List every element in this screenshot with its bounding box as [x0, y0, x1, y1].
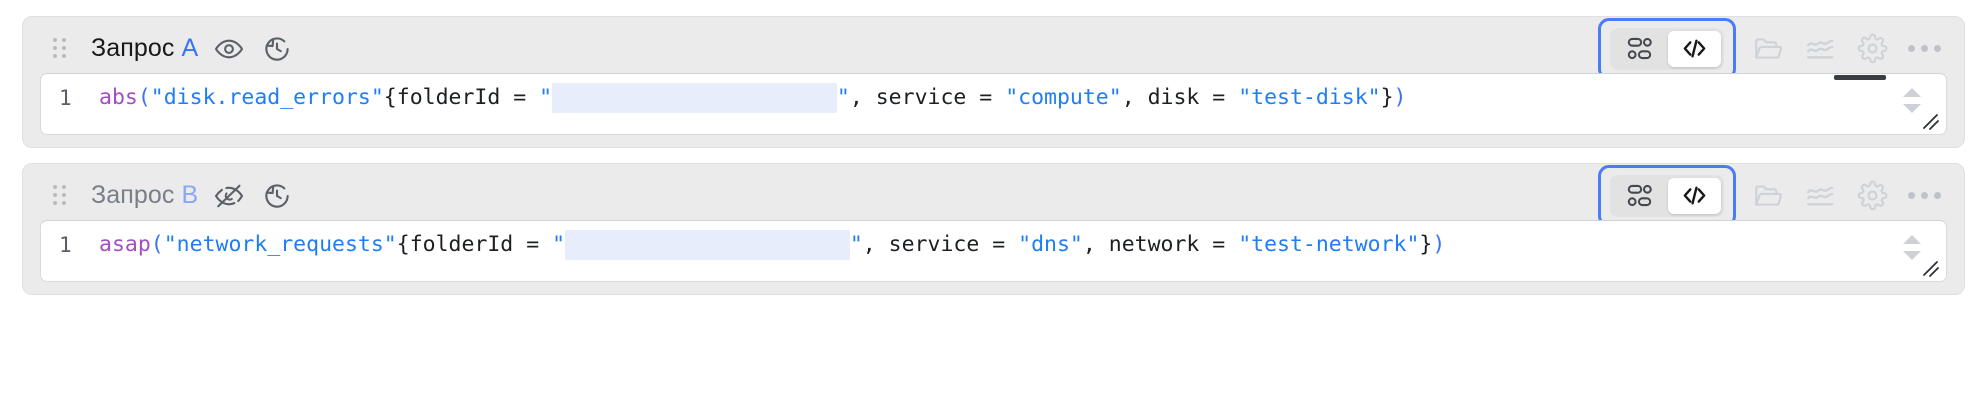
code-token-str: ": [849, 232, 863, 257]
spinner-up-arrow[interactable]: [1903, 234, 1921, 244]
code-token-punct: ): [1393, 85, 1407, 110]
code-token-plain: service: [888, 232, 980, 257]
code-editor-b[interactable]: 1 asap("network_requests"{folderId = "aa…: [40, 220, 1947, 282]
code-token-plain: =: [500, 85, 540, 110]
chart-line-icon[interactable]: [1794, 26, 1846, 72]
code-token-plain: disk: [1147, 85, 1200, 110]
view-mode-segmented-a[interactable]: [1610, 27, 1724, 70]
code-token-plain: ,: [849, 85, 876, 110]
code-token-str: "test-disk": [1238, 85, 1381, 110]
code-token-plain: =: [979, 232, 1019, 257]
code-token-str: "disk.read_errors": [150, 85, 384, 110]
code-token-fn: abs: [99, 85, 138, 110]
code-token-plain: =: [513, 232, 553, 257]
code-token-str: "network_requests": [163, 232, 397, 257]
query-title-label: Запрос: [91, 181, 175, 209]
code-token-punct: ): [1432, 232, 1446, 257]
code-token-str: "test-network": [1238, 232, 1420, 257]
code-token-punct: (: [150, 232, 164, 257]
view-mode-segmented-b[interactable]: [1610, 174, 1724, 217]
code-editor-wrapper-b: 1 asap("network_requests"{folderId = "aa…: [40, 220, 1947, 282]
history-revert-icon[interactable]: [260, 32, 294, 66]
code-line-a: 1 abs("disk.read_errors"{folderId = "aaa…: [41, 74, 1946, 134]
code-token-plain: folderId: [396, 85, 501, 110]
resize-grip-icon[interactable]: [1915, 256, 1945, 280]
code-content-a[interactable]: abs("disk.read_errors"{folderId = "aaaaa…: [99, 83, 1407, 113]
drag-handle[interactable]: [53, 38, 69, 60]
code-token-brace: {: [396, 232, 410, 257]
code-line-b: 1 asap("network_requests"{folderId = "aa…: [41, 221, 1946, 281]
query-title-label: Запрос: [91, 34, 175, 62]
code-brackets-icon[interactable]: [1668, 30, 1721, 67]
eye-icon[interactable]: [212, 32, 246, 66]
query-letter-label: A: [181, 34, 199, 62]
line-number: 1: [59, 233, 72, 257]
code-token-plain: =: [1199, 232, 1239, 257]
builder-blocks-icon[interactable]: [1613, 31, 1666, 67]
spinner-up-arrow[interactable]: [1903, 87, 1921, 97]
code-brackets-icon[interactable]: [1668, 177, 1721, 214]
editor-spinner-b: [1894, 225, 1930, 269]
code-token-str: ": [552, 232, 566, 257]
horizontal-scrollbar-a[interactable]: [1826, 74, 1946, 80]
code-token-plain: network: [1108, 232, 1200, 257]
code-token-redact: aaaaaaaaaaaaaaaaaaaaaa: [565, 230, 850, 260]
code-token-fn: asap: [99, 232, 151, 257]
code-token-str: "compute": [1005, 85, 1122, 110]
gear-icon[interactable]: [1846, 173, 1898, 219]
code-token-redact: aaaaaaaaaaaaaaaaaaaaaa: [552, 83, 837, 113]
query-toolbar-b: [1598, 164, 1950, 227]
builder-blocks-icon[interactable]: [1613, 178, 1666, 214]
code-token-str: ": [836, 85, 850, 110]
query-letter-label: B: [181, 181, 199, 209]
code-token-str: ": [539, 85, 553, 110]
more-options-icon[interactable]: [1898, 173, 1950, 219]
code-token-plain: ,: [1082, 232, 1109, 257]
folder-icon[interactable]: [1742, 173, 1794, 219]
code-token-plain: service: [875, 85, 967, 110]
code-token-str: "dns": [1018, 232, 1083, 257]
code-token-plain: =: [1199, 85, 1239, 110]
code-token-punct: (: [137, 85, 151, 110]
query-toolbar-a: [1598, 17, 1950, 80]
code-token-plain: =: [966, 85, 1006, 110]
more-options-icon[interactable]: [1898, 26, 1950, 72]
code-editor-wrapper-a: 1 abs("disk.read_errors"{folderId = "aaa…: [40, 73, 1947, 135]
spinner-down-arrow[interactable]: [1903, 250, 1921, 260]
view-mode-annotation-a: [1598, 17, 1736, 80]
eye-off-icon[interactable]: [212, 179, 246, 213]
code-token-brace: }: [1419, 232, 1433, 257]
spinner-down-arrow[interactable]: [1903, 103, 1921, 113]
folder-icon[interactable]: [1742, 26, 1794, 72]
history-revert-icon[interactable]: [260, 179, 294, 213]
code-token-brace: {: [383, 85, 397, 110]
resize-grip-icon[interactable]: [1915, 109, 1945, 133]
code-token-brace: }: [1380, 85, 1394, 110]
code-content-b[interactable]: asap("network_requests"{folderId = "aaaa…: [99, 230, 1445, 260]
chart-line-icon[interactable]: [1794, 173, 1846, 219]
line-number: 1: [59, 86, 72, 110]
view-mode-annotation-b: [1598, 164, 1736, 227]
code-editor-a[interactable]: 1 abs("disk.read_errors"{folderId = "aaa…: [40, 73, 1947, 135]
code-token-plain: ,: [1121, 85, 1148, 110]
gear-icon[interactable]: [1846, 26, 1898, 72]
editor-spinner-a: [1894, 78, 1930, 122]
code-token-plain: ,: [862, 232, 889, 257]
drag-handle[interactable]: [53, 185, 69, 207]
code-token-plain: folderId: [409, 232, 514, 257]
